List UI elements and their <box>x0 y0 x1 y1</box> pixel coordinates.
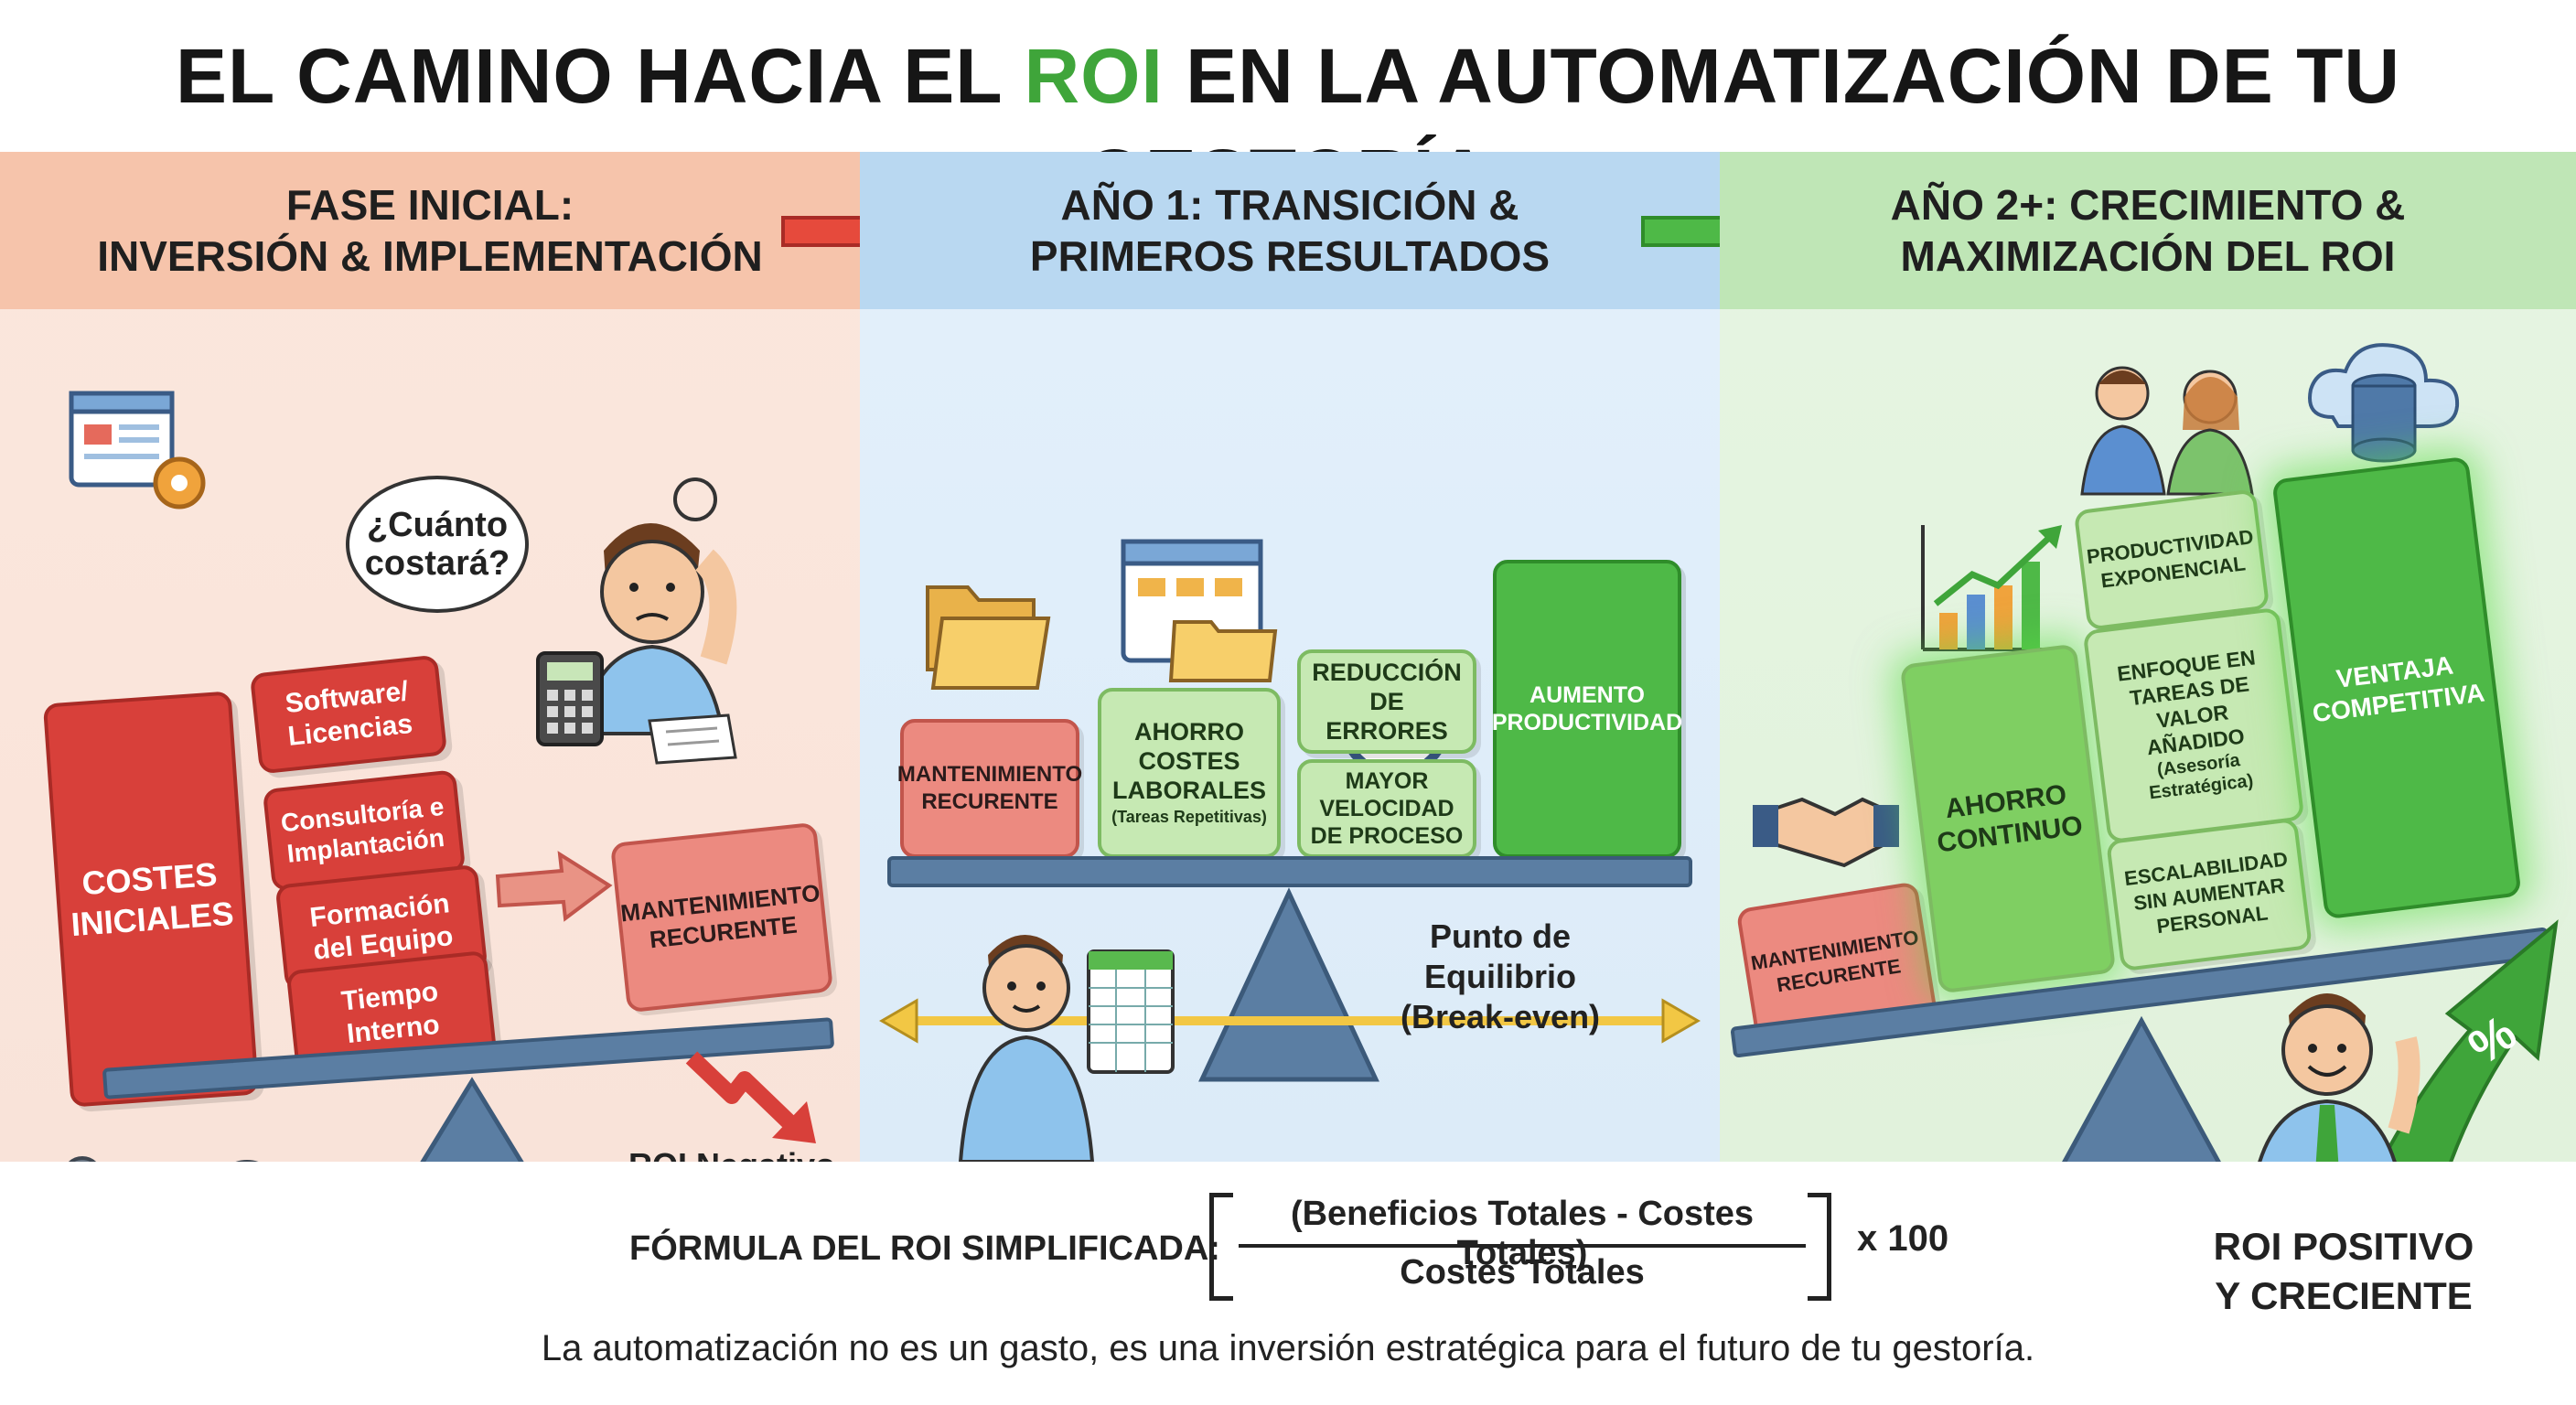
aumento-productividad-block: AUMENTO PRODUCTIVIDAD <box>1492 560 1682 858</box>
seesaw-pivot <box>2062 1015 2221 1162</box>
roi-positivo-label: ROI POSITIVO Y CRECIENTE <box>2213 1225 2474 1317</box>
phase-initial-panel: FASE INICIAL: INVERSIÓN & IMPLEMENTACIÓN… <box>0 152 860 1162</box>
ahorro-costes-block: AHORRO COSTES LABORALES (Tareas Repetiti… <box>1098 688 1281 858</box>
reduccion-errores-block: REDUCCIÓN DE ERRORES <box>1297 649 1476 754</box>
thought-bubble: ¿Cuánto costará? <box>346 476 529 613</box>
ventaja-competitiva-block: VENTAJA COMPETITIVA <box>2271 456 2522 920</box>
cloud-database-icon <box>2308 343 2460 463</box>
ahorro-continuo-block: AHORRO CONTINUO <box>1899 643 2117 994</box>
formula-multiplier: x 100 <box>1857 1218 1949 1259</box>
ahorro-costes-sub: (Tareas Repetitivas) <box>1111 808 1267 826</box>
mantenimiento-block-phase2: MANTENIMIENTO RECURENTE <box>897 719 1082 858</box>
browser-gear-icon <box>69 391 206 509</box>
escalabilidad-block: ESCALABILIDAD SIN AUMENTAR PERSONAL <box>2106 817 2313 972</box>
arrow-right-icon <box>495 851 613 922</box>
seesaw-beam-level <box>887 856 1692 887</box>
seesaw-pivot <box>420 1077 524 1162</box>
bar-chart-growth-icon <box>1921 525 2064 651</box>
title-part1: EL CAMINO HACIA EL <box>175 33 1025 119</box>
calculator-icon <box>536 651 604 746</box>
gears-papers-icon <box>68 1156 259 1162</box>
title-highlight: ROI <box>1024 33 1164 119</box>
enfoque-valor-block: ENFOQUE EN TAREAS DE VALOR AÑADIDO (Ases… <box>2082 606 2305 844</box>
phase-year2-header: AÑO 2+: CRECIMIENTO & MAXIMIZACIÓN DEL R… <box>1720 152 2576 309</box>
formula-label: FÓRMULA DEL ROI SIMPLIFICADA: <box>629 1229 1220 1268</box>
handshake-icon <box>1753 797 1899 868</box>
papers-icon <box>648 713 737 765</box>
phase-year2-panel: AÑO 2+: CRECIMIENTO & MAXIMIZACIÓN DEL R… <box>1720 152 2576 1162</box>
formula-numerator: (Beneficios Totales - Costes Totales) <box>1290 1195 1755 1272</box>
tagline: La automatización no es un gasto, es una… <box>541 1328 2035 1368</box>
productividad-exponencial-block: PRODUCTIVIDAD EXPONENCIAL <box>2073 488 2270 631</box>
spreadsheet-window-icon <box>1121 539 1278 682</box>
people-handshake-icon <box>2080 366 2254 496</box>
ahorro-costes-title: AHORRO COSTES LABORALES <box>1112 718 1266 804</box>
mantenimiento-block-phase1: MANTENIMIENTO RECURENTE <box>609 821 834 1014</box>
roi-negativo-label: ROI Negativo Inicial <box>604 1145 860 1162</box>
person-spreadsheet-icon <box>958 935 1175 1162</box>
formula-denominator: Costes Totales <box>1400 1253 1645 1292</box>
formula-fraction-line <box>1239 1244 1806 1248</box>
page-title: EL CAMINO HACIA EL ROI EN LA AUTOMATIZAC… <box>0 26 2576 220</box>
formula-bracket-left <box>1209 1193 1233 1301</box>
seesaw-pivot <box>1198 887 1379 1082</box>
phase-year1-header: AÑO 1: TRANSICIÓN & PRIMEROS RESULTADOS <box>860 152 1720 309</box>
down-trend-arrow-icon <box>685 1051 816 1143</box>
formula-bracket-right <box>1808 1193 1831 1301</box>
success-person-icon <box>2258 993 2420 1162</box>
phase-initial-header: FASE INICIAL: INVERSIÓN & IMPLEMENTACIÓN <box>0 152 860 309</box>
mayor-velocidad-block: MAYOR VELOCIDAD DE PROCESO <box>1297 759 1476 858</box>
software-licencias-block: Software/ Licencias <box>249 654 448 775</box>
roi-formula: FÓRMULA DEL ROI SIMPLIFICADA: (Beneficio… <box>0 1185 2576 1304</box>
phase-year1-panel: AÑO 1: TRANSICIÓN & PRIMEROS RESULTADOS … <box>860 152 1720 1162</box>
folder-icon <box>926 585 1051 690</box>
worried-person-icon <box>578 477 737 735</box>
costes-iniciales-block: COSTES INICIALES <box>42 691 260 1108</box>
enfoque-valor-title: ENFOQUE EN TAREAS DE VALOR AÑADIDO <box>2115 645 2258 760</box>
breakeven-label: Punto de Equilibrio (Break-even) <box>1400 917 1601 1035</box>
